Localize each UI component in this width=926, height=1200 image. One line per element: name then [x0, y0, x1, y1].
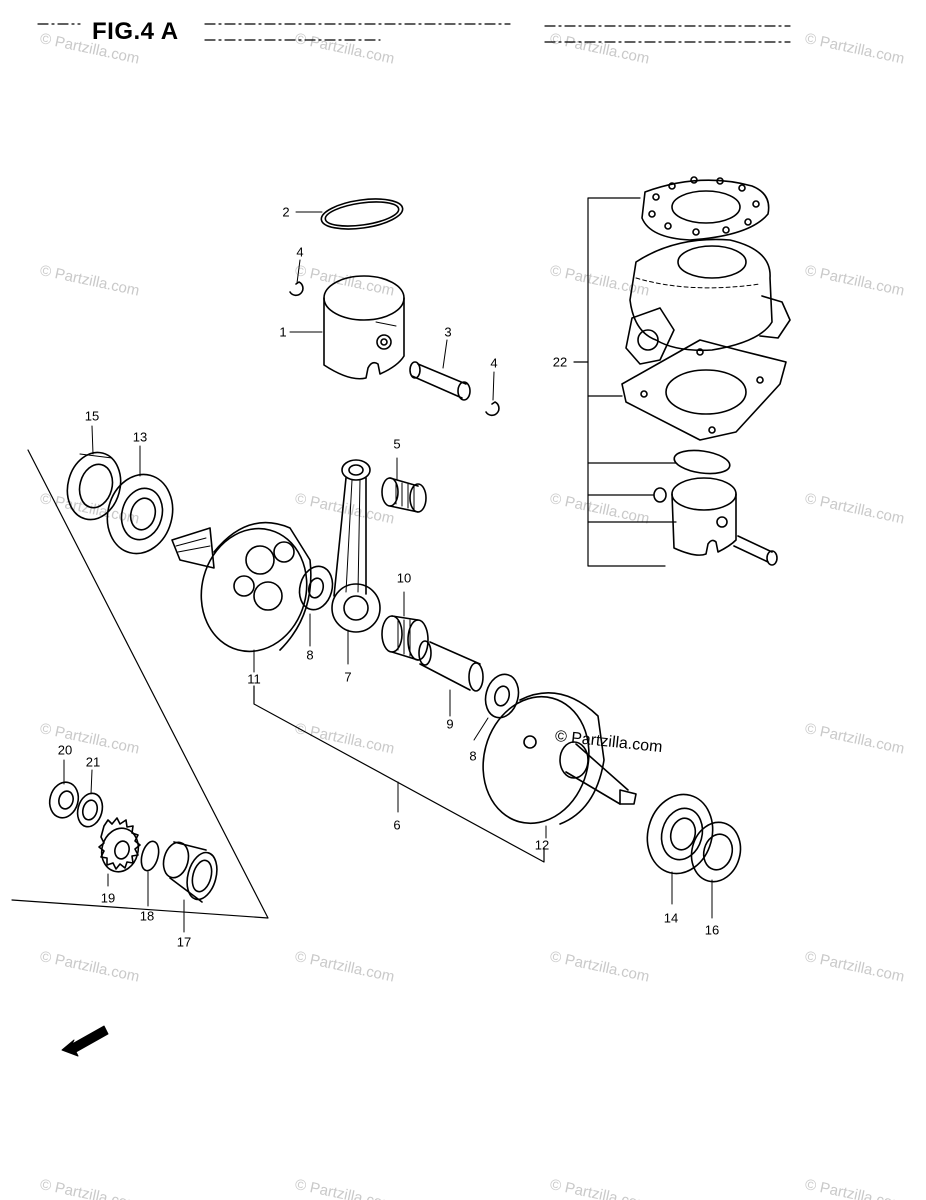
callout-part-2: 2 — [282, 204, 290, 220]
circlip-part-4 — [485, 401, 500, 417]
cylinder — [625, 238, 791, 365]
callout-part-20: 20 — [57, 742, 73, 758]
bearing-part-14 — [646, 793, 714, 875]
callout-part-8: 8 — [306, 647, 314, 663]
kit-piston-ring — [673, 449, 731, 475]
crankshaft-right-half-part-12 — [482, 692, 637, 825]
callout-part-3: 3 — [444, 324, 452, 340]
callout-part-11: 11 — [247, 671, 261, 687]
callout-part-13: 13 — [132, 429, 148, 445]
callout-part-18: 18 — [139, 908, 155, 924]
callout-part-22: 22 — [552, 354, 568, 370]
base-gasket — [621, 339, 787, 441]
thrust-washer-part-8 — [484, 673, 520, 719]
assembly-outline — [11, 449, 269, 919]
bearing-part-13 — [106, 473, 174, 555]
callout-part-19: 19 — [100, 890, 116, 906]
callout-part-1: 1 — [279, 324, 287, 340]
callout-part-5: 5 — [393, 436, 401, 452]
oil-seal-part-15 — [66, 451, 122, 521]
leader-line — [91, 425, 94, 455]
forward-arrow-icon — [61, 1025, 109, 1057]
head-gasket — [641, 176, 770, 241]
kit-circlip — [653, 487, 667, 503]
nut-part-20 — [48, 781, 80, 819]
leader-line — [90, 769, 93, 795]
connecting-rod-part-7 — [331, 459, 381, 633]
header-rules — [37, 23, 791, 43]
callout-part-8: 8 — [469, 748, 477, 764]
washer-part-21 — [76, 792, 104, 828]
crank-pin-part-9 — [418, 640, 484, 692]
thrust-washer-part-8 — [298, 565, 334, 611]
callout-part-12: 12 — [534, 837, 550, 853]
callout-part-4: 4 — [490, 355, 498, 371]
callout-part-6: 6 — [393, 817, 401, 833]
callout-part-14: 14 — [663, 910, 679, 926]
leader-line — [296, 259, 301, 284]
callout-part-7: 7 — [344, 669, 352, 685]
callout-part-17: 17 — [176, 934, 192, 950]
callout-part-4: 4 — [296, 244, 304, 260]
leader-line — [473, 717, 489, 741]
kit-piston — [671, 477, 737, 556]
figure-title: FIG.4 A — [92, 18, 179, 45]
piston-part-1 — [323, 275, 405, 380]
callout-part-10: 10 — [396, 570, 412, 586]
kit-piston-pin — [733, 535, 778, 566]
crankshaft-left-half-part-11 — [171, 521, 312, 653]
big-end-bearing-part-10 — [381, 615, 429, 661]
leader-line — [442, 339, 448, 369]
callout-part-21: 21 — [85, 754, 101, 770]
cylinder-kit-bracket-22 — [573, 197, 677, 567]
piston-pin-part-3 — [409, 361, 471, 401]
spacer-part-17 — [162, 841, 218, 903]
callout-part-9: 9 — [446, 716, 454, 732]
o-ring-part-18 — [140, 840, 160, 872]
piston-ring-part-2 — [320, 198, 404, 230]
small-end-bearing-part-5 — [381, 477, 427, 513]
leader-line — [492, 371, 495, 401]
callout-part-16: 16 — [704, 922, 720, 938]
primary-gear-part-19 — [98, 817, 141, 873]
oil-seal-part-16 — [690, 821, 742, 883]
circlip-part-4 — [289, 281, 304, 297]
crankshaft-assembly-bracket-6 — [253, 685, 545, 863]
callout-part-15: 15 — [84, 408, 100, 424]
